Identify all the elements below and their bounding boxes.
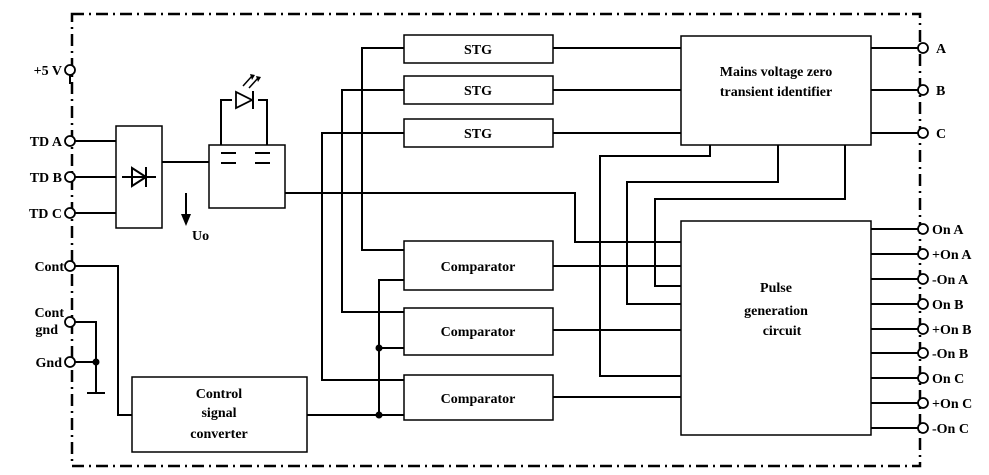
comparator-c-label: Comparator	[441, 392, 516, 407]
module-border	[70, 12, 922, 468]
terminal-cont-gnd[interactable]	[64, 316, 76, 328]
stg-c: STG	[403, 118, 554, 148]
terminal-plus-on-a[interactable]	[917, 248, 929, 260]
terminal-plus-on-b[interactable]	[917, 323, 929, 335]
comparator-b: Comparator	[403, 307, 554, 356]
output-terminals	[917, 42, 929, 434]
wiring	[75, 47, 918, 429]
rectifier-bridge	[115, 125, 163, 229]
label-plus-on-b: +On B	[932, 323, 972, 338]
terminal-plus5v[interactable]	[64, 64, 76, 76]
mains-zero-label-line1: Mains voltage zero	[720, 65, 833, 80]
label-tda: TD A	[30, 135, 63, 150]
junction-dots	[92, 344, 383, 419]
terminal-minus-on-b[interactable]	[917, 347, 929, 359]
label-out-b: B	[936, 84, 945, 99]
pulse-generation-circuit: Pulse generation circuit	[680, 220, 872, 436]
control-label-line3: converter	[190, 427, 248, 442]
terminal-cont[interactable]	[64, 260, 76, 272]
terminal-tda[interactable]	[64, 135, 76, 147]
terminal-on-a[interactable]	[917, 223, 929, 235]
label-tdc: TD C	[29, 207, 62, 222]
control-signal-converter: Control signal converter	[131, 376, 308, 453]
comparator-b-label: Comparator	[441, 325, 516, 340]
label-out-a: A	[936, 42, 947, 57]
stg-c-label: STG	[464, 127, 492, 142]
label-minus-on-b: -On B	[932, 347, 968, 362]
label-minus-on-a: -On A	[932, 273, 969, 288]
label-on-c: On C	[932, 372, 964, 387]
stg-a: STG	[403, 34, 554, 64]
terminal-gnd[interactable]	[64, 356, 76, 368]
optocoupler	[208, 144, 286, 209]
mains-zero-identifier: Mains voltage zero transient identifier	[680, 35, 872, 146]
label-cont: Cont	[34, 260, 64, 275]
label-minus-on-c: -On C	[932, 422, 969, 437]
comparator-a-label: Comparator	[441, 260, 516, 275]
label-uo: Uo	[192, 229, 209, 244]
terminal-c[interactable]	[917, 127, 929, 139]
comparator-a: Comparator	[403, 240, 554, 291]
label-contgnd-line1: Cont	[34, 306, 64, 321]
terminal-on-b[interactable]	[917, 298, 929, 310]
label-on-a: On A	[932, 223, 964, 238]
label-plus-on-c: +On C	[932, 397, 972, 412]
pulse-gen-label-line3: circuit	[763, 324, 802, 339]
terminal-b[interactable]	[917, 84, 929, 96]
mains-zero-label-line2: transient identifier	[720, 85, 832, 100]
terminal-a[interactable]	[917, 42, 929, 54]
stg-a-label: STG	[464, 43, 492, 58]
label-out-c: C	[936, 127, 946, 142]
terminal-minus-on-a[interactable]	[917, 273, 929, 285]
label-gnd: Gnd	[36, 356, 63, 371]
comparator-c: Comparator	[403, 374, 554, 421]
control-label-line2: signal	[201, 406, 236, 421]
terminal-on-c[interactable]	[917, 372, 929, 384]
control-label-line1: Control	[196, 387, 243, 402]
stg-b-label: STG	[464, 84, 492, 99]
input-terminals	[64, 64, 76, 368]
terminal-minus-on-c[interactable]	[917, 422, 929, 434]
pulse-gen-label-line2: generation	[744, 304, 808, 319]
label-contgnd-line2: gnd	[35, 323, 58, 338]
stg-b: STG	[403, 75, 554, 105]
terminal-tdb[interactable]	[64, 171, 76, 183]
terminal-plus-on-c[interactable]	[917, 397, 929, 409]
label-on-b: On B	[932, 298, 964, 313]
led-icon	[232, 74, 261, 110]
label-plus5v: +5 V	[34, 64, 62, 79]
pulse-gen-label-line1: Pulse	[760, 281, 792, 296]
terminal-tdc[interactable]	[64, 207, 76, 219]
label-plus-on-a: +On A	[932, 248, 972, 263]
label-tdb: TD B	[30, 171, 62, 186]
